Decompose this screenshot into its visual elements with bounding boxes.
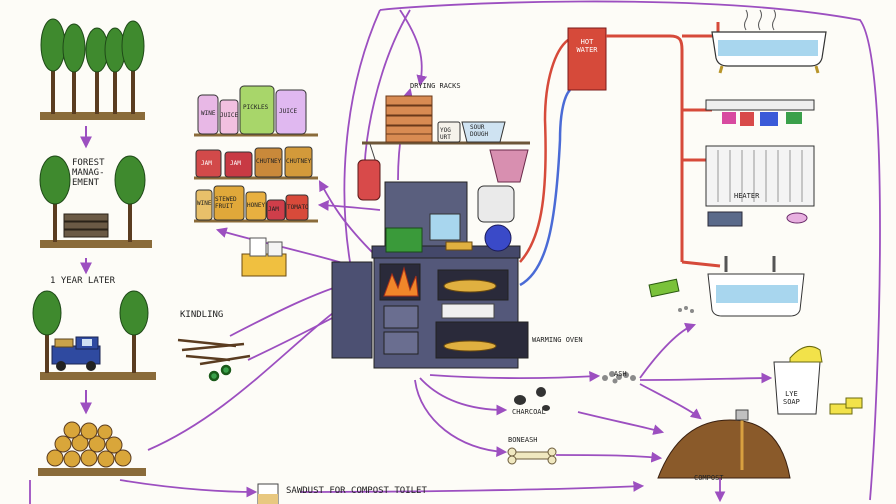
jar-label: JUICE [220,112,239,119]
charcoal-lumps [514,387,550,411]
jar-label: JAM [268,206,279,213]
forest-dense [40,18,145,120]
bathtub [711,9,827,74]
hot-water-tank [567,27,607,91]
drying-rack-stack [385,95,433,143]
log-pile [63,213,109,238]
label-sawdust: SAWDUST FOR COMPOST TOILET [286,486,427,496]
lye-soap-bucket [773,345,863,415]
label-one-year-later: 1 YEAR LATER [50,276,116,286]
label-warming-oven: WARMING OVEN [532,336,583,344]
label-forest-management: FOREST MANAG- EMENT [72,158,105,188]
ash-pile [602,306,694,384]
sink-basin [648,256,805,317]
label-boneash: BONEASH [508,436,538,444]
label-drying-racks: DRYING RACKS [410,82,461,90]
firebox-door [331,261,373,359]
forest-thinned [39,155,152,248]
jar-label: WINE [197,200,212,207]
jar-label: JUICE [279,108,298,115]
label-hot-water: HOT WATER [576,38,598,54]
label-charcoal: CHARCOAL [512,408,546,416]
bone [507,447,557,465]
kindling-twigs [177,338,251,382]
label-heater: HEATER [734,192,760,200]
label-ash: ASH [614,370,627,378]
jar-label: JAM [201,160,212,167]
ground-strip [40,112,145,120]
label-lye-soap: LYE SOAP [783,390,800,406]
label-yogurt: YOG URT [440,127,451,141]
label-compost: COMPOST [694,474,724,482]
truck-icon [51,336,101,371]
cookware [385,213,512,253]
label-sourdough: SOUR DOUGH [470,124,489,138]
jar-label: WINE [201,110,216,117]
jar-label: HONEY [247,202,266,209]
jar-label: TOMATO [287,204,309,211]
jar-label: PICKLES [243,104,269,111]
pantry-shelves [194,85,318,223]
sawdust-jar [257,483,279,504]
split-wood-pile [38,421,146,476]
jar-label: CHUTNEY [256,158,282,165]
label-kindling: KINDLING [180,310,224,320]
compost-heap [657,409,791,479]
jar-label: JAM [230,160,241,167]
jar-label: STEWED FRUIT [215,196,237,210]
radiator-heater [705,145,815,227]
wood-cookstove [331,181,529,369]
hot-water-system [519,22,721,287]
jar-label: CHUTNEY [286,158,312,165]
drying-rack-shelf [357,95,530,201]
paper-box [241,237,287,277]
clothes-drying-line [705,99,815,126]
forest-truck-scene [32,290,156,380]
